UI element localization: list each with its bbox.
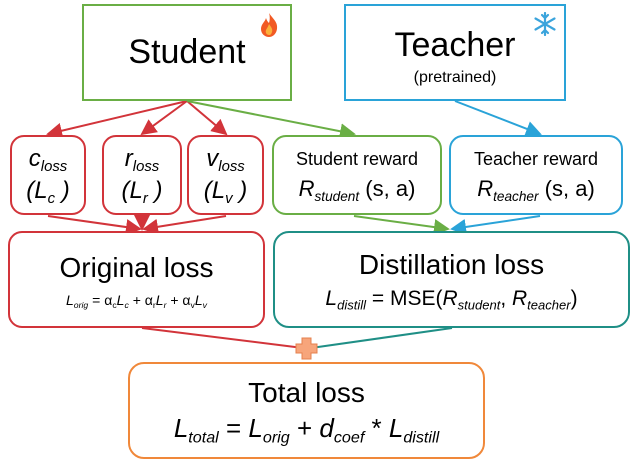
total-loss-formula: Ltotal = Lorig + dcoef * Ldistill xyxy=(173,413,440,447)
vloss-short: (Lv ) xyxy=(203,177,248,208)
distillation-loss-title: Distillation loss xyxy=(358,248,545,280)
teacher-reward-label: Teacher reward xyxy=(473,148,599,169)
vloss-box: vloss (Lv ) xyxy=(187,135,264,215)
arrow-vloss-to-original xyxy=(142,215,227,235)
student-reward-label: Student reward xyxy=(295,148,419,169)
student-title: Student xyxy=(128,33,246,71)
student-box: Student xyxy=(82,4,292,101)
original-loss-title: Original loss xyxy=(59,251,214,283)
line-original-to-plus xyxy=(141,327,304,349)
rloss-box: rloss (Lr ) xyxy=(102,135,182,215)
student-reward-box: Student reward Rstudent (s, a) xyxy=(272,135,442,215)
arrow-teacher-reward-to-distill xyxy=(450,215,541,235)
arrow-student-to-rloss xyxy=(140,100,188,136)
rloss-short: (Lr ) xyxy=(121,177,163,208)
closs-box: closs (Lc ) xyxy=(10,135,86,215)
distillation-loss-formula: Ldistill = MSE(Rstudent, Rteacher) xyxy=(325,286,578,313)
arrow-student-to-closs xyxy=(46,100,188,139)
original-loss-box: Original loss Lorig = αcLc + αrLr + αvLv xyxy=(8,231,265,328)
arrow-closs-to-original xyxy=(47,215,142,235)
total-loss-title: Total loss xyxy=(248,377,365,408)
original-loss-formula: Lorig = αcLc + αrLr + αvLv xyxy=(66,291,207,310)
teacher-reward-box: Teacher reward Rteacher (s, a) xyxy=(449,135,623,215)
snowflake-icon xyxy=(534,12,556,36)
arrow-student-reward-to-distill xyxy=(353,215,450,236)
fire-icon xyxy=(261,13,278,37)
vloss-symbol: vloss xyxy=(206,144,245,175)
arrow-student-to-vloss xyxy=(186,100,228,136)
teacher-title: Teacher xyxy=(394,26,516,64)
teacher-reward-formula: Rteacher (s, a) xyxy=(477,175,595,204)
student-reward-formula: Rstudent (s, a) xyxy=(298,175,416,204)
teacher-box: Teacher (pretrained) xyxy=(344,4,566,101)
closs-symbol: closs xyxy=(28,144,68,175)
distillation-loss-box: Distillation loss Ldistill = MSE(Rstuden… xyxy=(273,231,630,328)
plus-icon xyxy=(295,337,318,360)
arrow-student-to-student-reward xyxy=(186,100,356,140)
line-distill-to-plus xyxy=(310,327,453,349)
total-loss-box: Total loss Ltotal = Lorig + dcoef * Ldis… xyxy=(128,362,485,459)
closs-short: (Lc ) xyxy=(26,177,70,208)
rloss-symbol: rloss xyxy=(124,144,160,175)
arrow-teacher-to-teacher-reward xyxy=(454,100,542,137)
teacher-subtitle: (pretrained) xyxy=(413,69,497,86)
